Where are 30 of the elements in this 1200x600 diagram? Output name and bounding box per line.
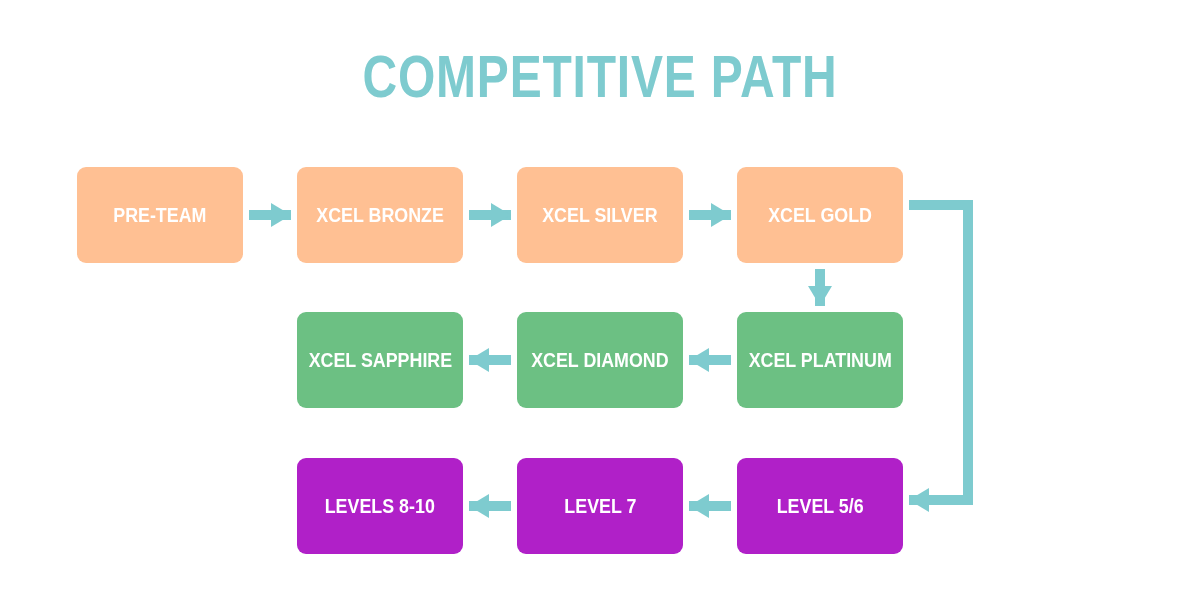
- arrow: [689, 348, 731, 372]
- arrow: [469, 348, 511, 372]
- level-box: [517, 312, 683, 408]
- title: COMPETITIVE PATH: [361, 42, 839, 111]
- arrow: [249, 203, 291, 227]
- level-label: XCEL DIAMOND: [531, 348, 669, 372]
- level-box: [517, 458, 683, 554]
- level-label: LEVEL 7: [563, 494, 637, 518]
- level-label: LEVELS 8-10: [324, 494, 436, 518]
- level-box: [297, 458, 463, 554]
- arrow: [909, 200, 973, 512]
- arrow: [689, 203, 731, 227]
- level-box: [737, 167, 903, 263]
- level-box: [517, 167, 683, 263]
- level-box: [297, 167, 463, 263]
- arrow: [808, 269, 832, 306]
- level-box: [737, 312, 903, 408]
- level-box: [737, 458, 903, 554]
- level-label: XCEL SAPPHIRE: [308, 348, 452, 372]
- level-label: PRE-TEAM: [113, 203, 207, 227]
- level-label: XCEL PLATINUM: [748, 348, 892, 372]
- arrow: [469, 494, 511, 518]
- level-label: LEVEL 5/6: [776, 494, 864, 518]
- arrow: [689, 494, 731, 518]
- level-label: XCEL BRONZE: [316, 203, 444, 227]
- level-box: [77, 167, 243, 263]
- level-box: [297, 312, 463, 408]
- level-label: XCEL SILVER: [542, 203, 658, 227]
- arrow: [469, 203, 511, 227]
- level-label: XCEL GOLD: [768, 203, 872, 227]
